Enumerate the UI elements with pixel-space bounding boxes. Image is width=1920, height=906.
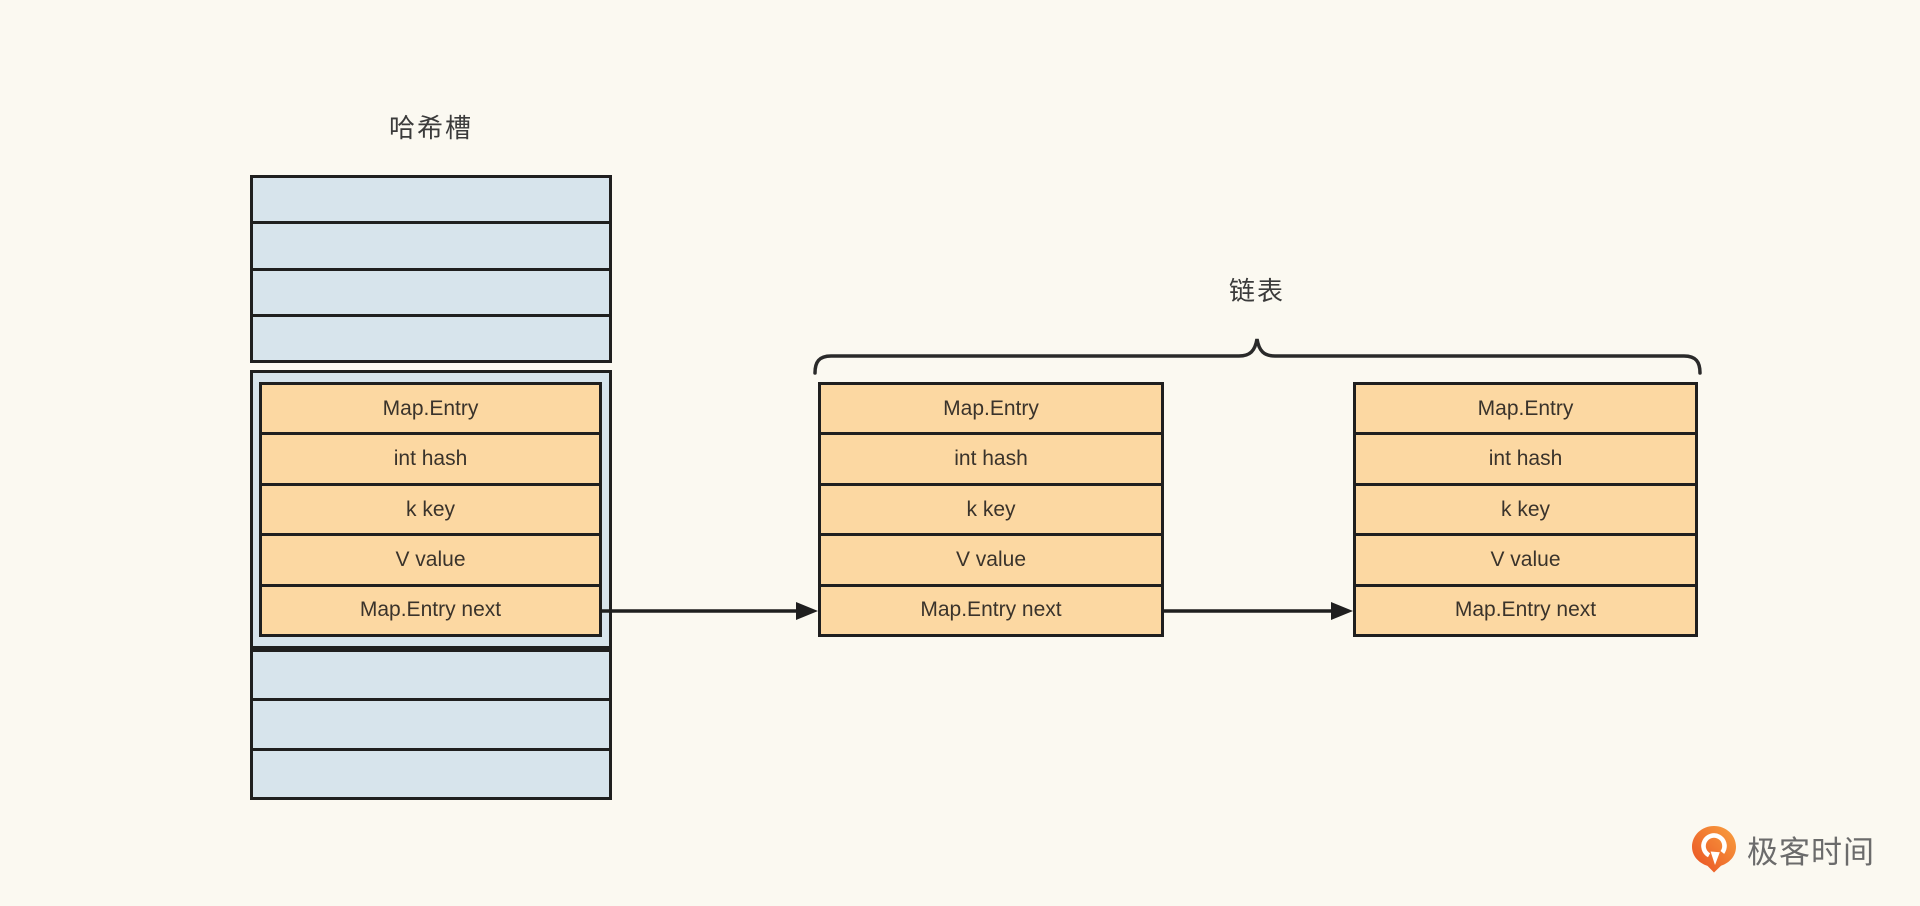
empty-bucket (253, 747, 609, 797)
empty-bucket (253, 698, 609, 747)
entry-field-value: V value (262, 533, 599, 583)
entry-field-type: Map.Entry (943, 396, 1039, 420)
linked-list-brace (813, 338, 1702, 375)
map-entry-node: Map.Entry int hash k key V value Map.Ent… (1353, 382, 1698, 637)
hash-slots-label: 哈希槽 (388, 113, 473, 143)
entry-field-hash: int hash (1356, 432, 1695, 482)
empty-bucket (253, 313, 609, 360)
geektime-pin-icon (1692, 826, 1736, 873)
map-entry-node: Map.Entry int hash k key V value Map.Ent… (818, 382, 1164, 637)
next-pointer-arrow (601, 602, 818, 620)
entry-field-next: Map.Entry next (1356, 583, 1695, 634)
empty-bucket (253, 221, 609, 267)
entry-field-hash: int hash (821, 432, 1161, 482)
entry-field-key: k key (262, 482, 599, 533)
next-pointer-arrow (1164, 602, 1353, 620)
entry-field-next: Map.Entry next (821, 583, 1161, 634)
entry-field-value: V value (1356, 533, 1695, 583)
entry-field-key: k key (821, 482, 1161, 533)
bucket-group-bottom (250, 649, 612, 800)
linked-list-label: 链表 (1228, 276, 1285, 306)
empty-bucket (253, 178, 609, 221)
entry-field-next: Map.Entry next (262, 583, 599, 634)
empty-bucket (253, 267, 609, 314)
entry-field-value: V value (821, 533, 1161, 583)
entry-field-key: k key (1356, 482, 1695, 533)
geektime-logo: 极客时间 (1692, 826, 1875, 873)
map-entry-node: Map.Entry int hash k key V value Map.Ent… (259, 382, 602, 637)
entry-field-type: Map.Entry (382, 396, 479, 420)
empty-bucket (253, 652, 609, 698)
geektime-logo-text: 极客时间 (1747, 835, 1875, 870)
entry-field-type: Map.Entry (1477, 396, 1574, 420)
bucket-group-top (250, 175, 612, 363)
entry-field-hash: int hash (262, 432, 599, 482)
